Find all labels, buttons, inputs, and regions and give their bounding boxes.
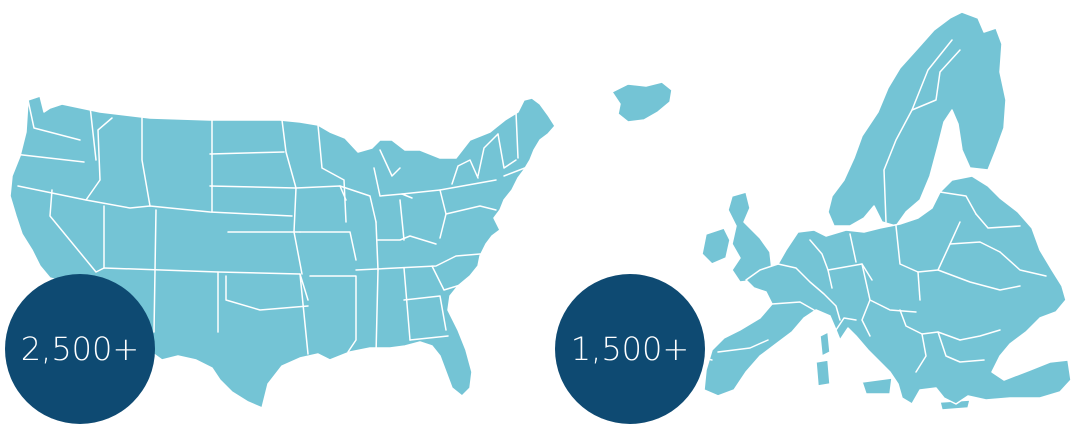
europe-landmass: [611, 11, 1071, 411]
us-state-borders: [13, 99, 531, 355]
scandinavia-shape: [827, 11, 1007, 227]
europe-country-borders: [703, 39, 1047, 373]
europe-count-label: 1,500+: [570, 330, 690, 368]
us-count-label: 2,500+: [20, 330, 140, 368]
iceland-shape: [611, 81, 673, 123]
europe-count-badge: 1,500+: [555, 274, 705, 424]
continental-europe-shape: [703, 175, 1071, 405]
ireland-shape: [701, 227, 731, 265]
europe-map: [611, 11, 1071, 411]
us-count-badge: 2,500+: [5, 274, 155, 424]
